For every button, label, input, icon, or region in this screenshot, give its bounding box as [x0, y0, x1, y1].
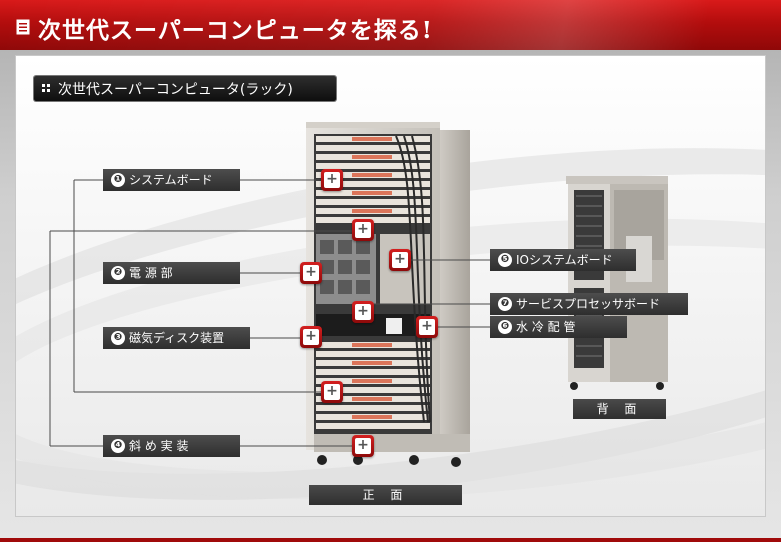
component-label-disk-unit[interactable]: ❸ 磁気ディスク装置 [103, 327, 250, 349]
component-label-system-board[interactable]: ❶ システムボード [103, 169, 240, 191]
component-label-water-cooling-pipe[interactable]: ❻ 水 冷 配 管 [490, 316, 627, 338]
back-caption: 背 面 [573, 399, 666, 419]
plus-glyph: + [357, 437, 369, 453]
plus-glyph: + [305, 264, 317, 280]
plus-glyph: + [357, 221, 369, 237]
label-text: 電 源 部 [129, 266, 173, 280]
plus-icon[interactable]: + [389, 249, 411, 271]
plus-icon[interactable]: + [300, 326, 322, 348]
label-text: 磁気ディスク装置 [129, 331, 225, 345]
plus-icon[interactable]: + [352, 219, 374, 241]
component-label-power-unit[interactable]: ❷ 電 源 部 [103, 262, 240, 284]
document-icon [16, 19, 30, 35]
label-text: 斜 め 実 装 [129, 439, 189, 453]
label-text: システムボード [129, 173, 213, 187]
front-caption: 正 面 [309, 485, 462, 505]
header-sheen [0, 0, 781, 50]
plus-glyph: + [326, 383, 338, 399]
component-label-service-processor-board[interactable]: ❼ サービスプロセッサボード [490, 293, 688, 315]
plus-icon[interactable]: + [352, 435, 374, 457]
number-badge: ❻ [498, 320, 512, 334]
section-title: 次世代スーパーコンピュータ(ラック) [58, 82, 293, 98]
label-text: サービスプロセッサボード [516, 297, 661, 311]
footer-bar [0, 538, 781, 542]
plus-glyph: + [357, 303, 369, 319]
label-text: IOシステムボード [516, 253, 613, 267]
back-rack-image [566, 176, 668, 390]
number-badge: ❸ [111, 331, 125, 345]
plus-icon[interactable]: + [321, 381, 343, 403]
number-badge: ❶ [111, 173, 125, 187]
number-badge: ❺ [498, 253, 512, 267]
plus-glyph: + [305, 328, 317, 344]
component-label-diagonal-mount[interactable]: ❹ 斜 め 実 装 [103, 435, 240, 457]
plus-icon[interactable]: + [352, 301, 374, 323]
number-badge: ❷ [111, 266, 125, 280]
plus-icon[interactable]: + [321, 169, 343, 191]
page-title: 次世代スーパーコンピュータを探る! [38, 17, 433, 44]
plus-icon[interactable]: + [416, 316, 438, 338]
plus-glyph: + [394, 251, 406, 267]
plus-glyph: + [326, 171, 338, 187]
number-badge: ❼ [498, 297, 512, 311]
dots-icon [42, 84, 52, 94]
front-rack-image [306, 122, 470, 467]
header-banner: 次世代スーパーコンピュータを探る! [0, 0, 781, 50]
component-label-io-system-board[interactable]: ❺ IOシステムボード [490, 249, 636, 271]
label-text: 水 冷 配 管 [516, 320, 576, 334]
section-title-bar: 次世代スーパーコンピュータ(ラック) [34, 76, 336, 101]
number-badge: ❹ [111, 439, 125, 453]
plus-glyph: + [421, 318, 433, 334]
plus-icon[interactable]: + [300, 262, 322, 284]
